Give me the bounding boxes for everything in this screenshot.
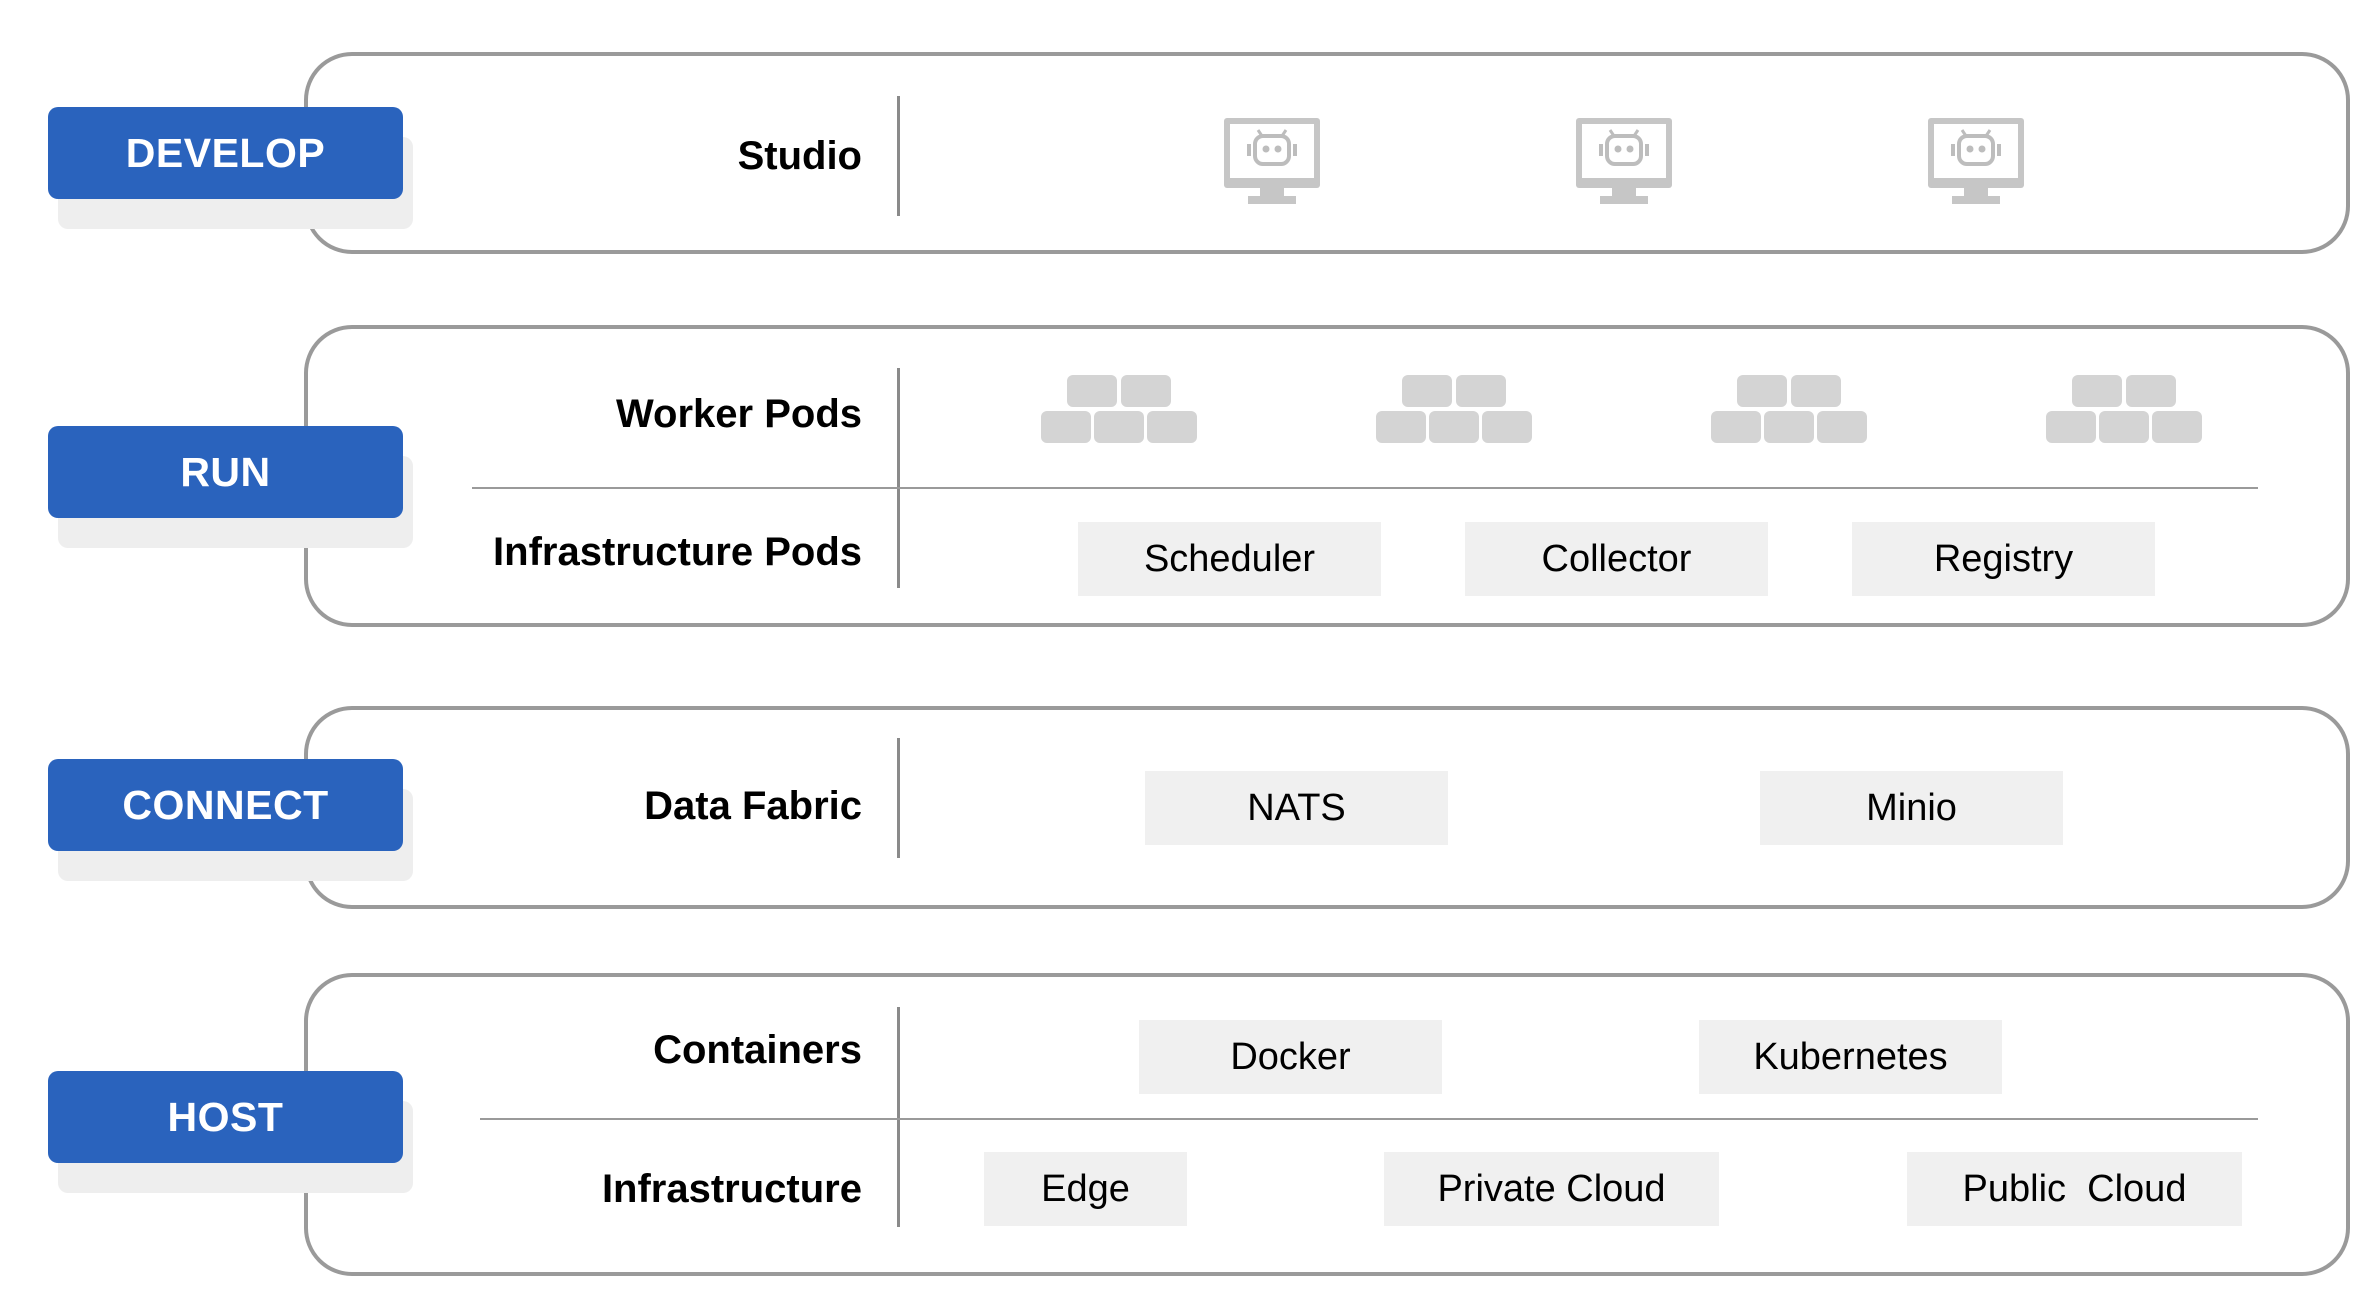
develop-tag: DEVELOP [48,107,403,199]
host-tag: HOST [48,1071,403,1163]
robot-monitor-icon [1222,116,1322,206]
pods-cluster-icon [1709,373,1869,445]
host-divider [897,1007,900,1227]
minio-box: Minio [1760,771,2063,845]
host-row-separator [480,1118,2258,1120]
develop-panel [304,52,2350,254]
collector-box: Collector [1465,522,1768,596]
private-cloud-box: Private Cloud [1384,1152,1719,1226]
registry-box: Registry [1852,522,2155,596]
containers-label: Containers [653,1028,862,1072]
pods-cluster-icon [1039,373,1199,445]
host-panel [304,973,2350,1276]
pods-cluster-icon [1374,373,1534,445]
kubernetes-box: Kubernetes [1699,1020,2002,1094]
run-divider [897,368,900,588]
studio-label: Studio [737,134,862,178]
worker-pods-label: Worker Pods [616,392,862,436]
robot-monitor-icon [1926,116,2026,206]
docker-box: Docker [1139,1020,1442,1094]
infrastructure-pods-label: Infrastructure Pods [493,530,862,574]
public-cloud-box: Public Cloud [1907,1152,2242,1226]
infrastructure-label: Infrastructure [601,1167,862,1211]
run-tag: RUN [48,426,403,518]
data-fabric-label: Data Fabric [644,784,862,828]
pods-cluster-icon [2044,373,2204,445]
robot-monitor-icon [1574,116,1674,206]
edge-box: Edge [984,1152,1187,1226]
run-row-separator [472,487,2258,489]
develop-divider [897,96,900,216]
scheduler-box: Scheduler [1078,522,1381,596]
nats-box: NATS [1145,771,1448,845]
connect-tag: CONNECT [48,759,403,851]
connect-divider [897,738,900,858]
